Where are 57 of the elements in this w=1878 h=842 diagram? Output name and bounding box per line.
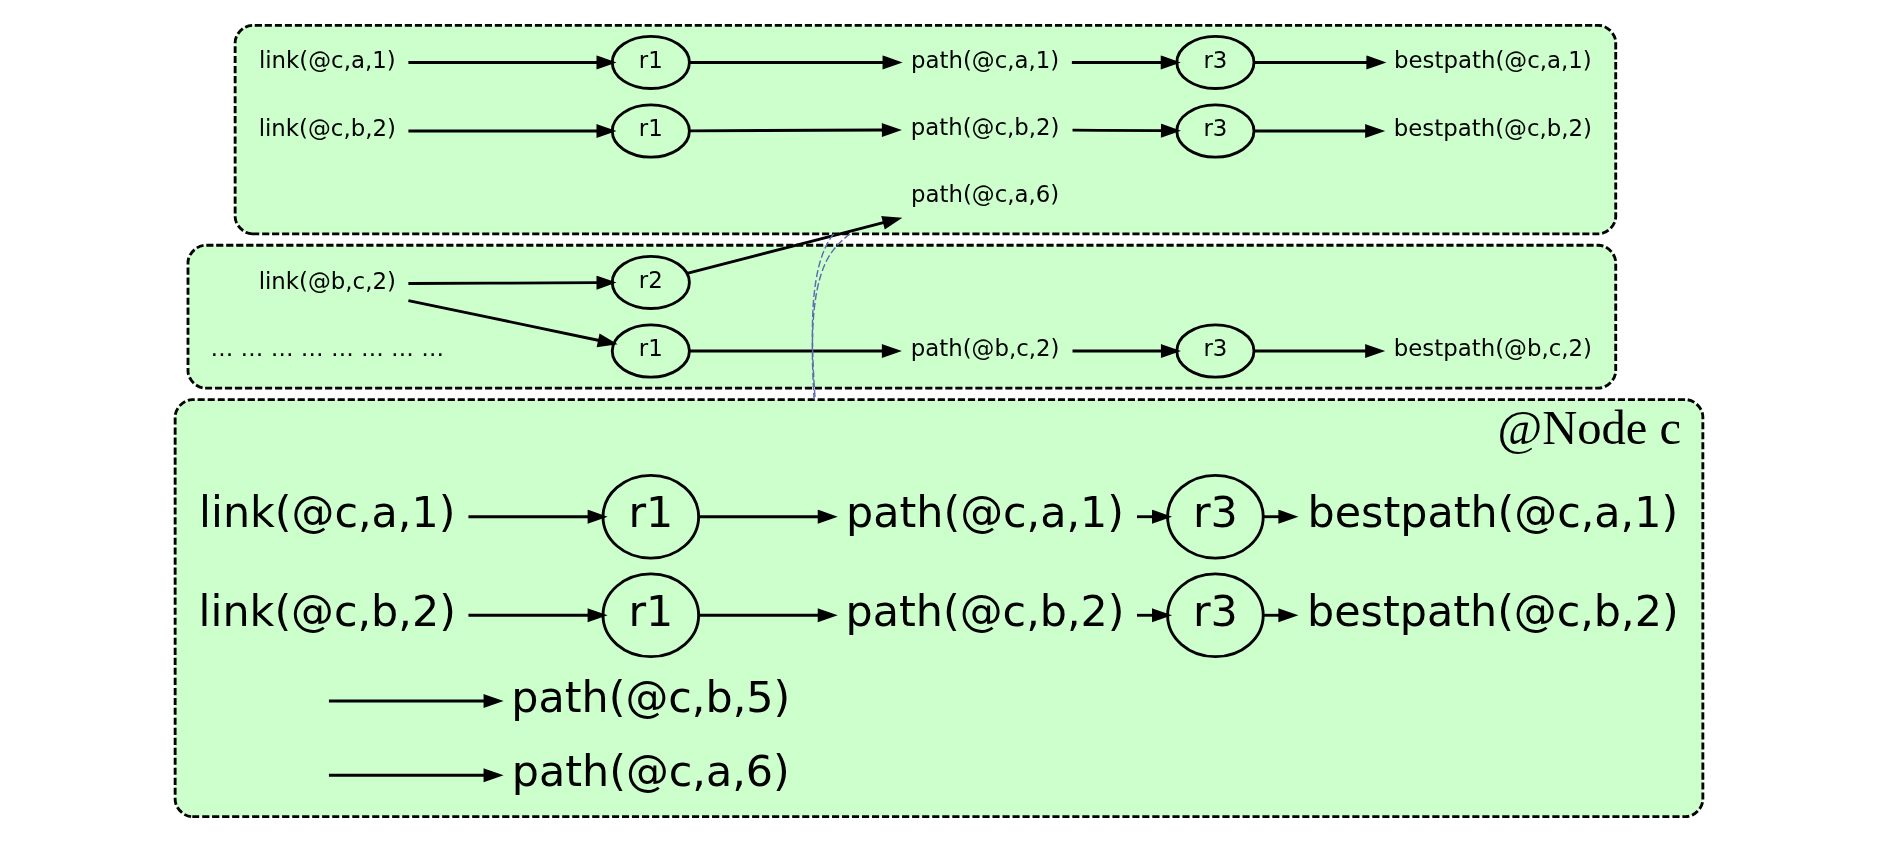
node-ellipse: r2 xyxy=(610,254,691,310)
node-ellipse: r1 xyxy=(601,572,701,659)
arrow xyxy=(689,123,902,138)
arrow xyxy=(408,124,617,139)
node-text: bestpath(@b,c,2) xyxy=(1393,335,1592,362)
arrow xyxy=(1263,509,1299,524)
arrow xyxy=(1071,55,1181,70)
node-text: bestpath(@c,a,1) xyxy=(1394,46,1592,73)
arrow xyxy=(1136,509,1173,524)
node-ellipse: r3 xyxy=(1175,103,1256,159)
node-text: path(@c,b,2) xyxy=(845,585,1125,636)
arrow xyxy=(1136,608,1173,623)
node-ellipse: r3 xyxy=(1175,323,1256,379)
node-text: link(@b,c,2) xyxy=(258,268,396,295)
node-ellipse: r1 xyxy=(610,103,691,159)
node-text: bestpath(@c,b,2) xyxy=(1393,115,1592,142)
node-text: path(@c,a,1) xyxy=(910,46,1060,73)
node-text: link(@c,a,1) xyxy=(199,487,456,538)
arrow xyxy=(1254,124,1386,139)
cluster xyxy=(233,23,1618,236)
node-text: link(@c,a,1) xyxy=(258,46,396,73)
arrow xyxy=(328,768,504,783)
arrow xyxy=(689,55,903,70)
arrow xyxy=(408,299,618,348)
arrow xyxy=(328,693,504,708)
arrow xyxy=(698,509,838,524)
node-ellipse: r1 xyxy=(610,34,691,90)
label: … … … … … … … … xyxy=(210,335,445,362)
arrow xyxy=(686,215,903,275)
node-text: path(@c,a,1) xyxy=(846,487,1125,538)
node-text: path(@c,a,6) xyxy=(910,181,1060,208)
arrow xyxy=(408,55,617,70)
node-text: path(@c,b,2) xyxy=(910,114,1060,141)
node-text: link(@c,b,2) xyxy=(198,585,456,636)
node-text: bestpath(@c,b,2) xyxy=(1307,585,1679,636)
arrow xyxy=(1072,344,1181,358)
arrow xyxy=(698,608,838,623)
arrow xyxy=(1263,608,1299,623)
node-ellipse: r1 xyxy=(610,323,691,379)
node-text: link(@c,b,2) xyxy=(258,115,396,142)
arrow xyxy=(1254,344,1386,358)
node-text: path(@b,c,2) xyxy=(910,335,1060,362)
node-text: path(@c,b,5) xyxy=(511,671,791,722)
node-ellipse: r3 xyxy=(1166,473,1265,560)
cluster xyxy=(186,243,1618,390)
arrow xyxy=(1254,55,1387,70)
node-ellipse: r3 xyxy=(1175,34,1256,90)
node-ellipse: r1 xyxy=(601,473,701,560)
arrow xyxy=(689,344,902,358)
arrow xyxy=(468,509,608,524)
arrow xyxy=(408,275,617,290)
node-text: bestpath(@c,a,1) xyxy=(1307,487,1679,538)
arrow xyxy=(1072,123,1181,138)
node-ellipse: r3 xyxy=(1166,572,1265,659)
node-text: path(@c,a,6) xyxy=(511,745,790,796)
connector xyxy=(811,233,851,401)
arrow xyxy=(468,608,608,623)
